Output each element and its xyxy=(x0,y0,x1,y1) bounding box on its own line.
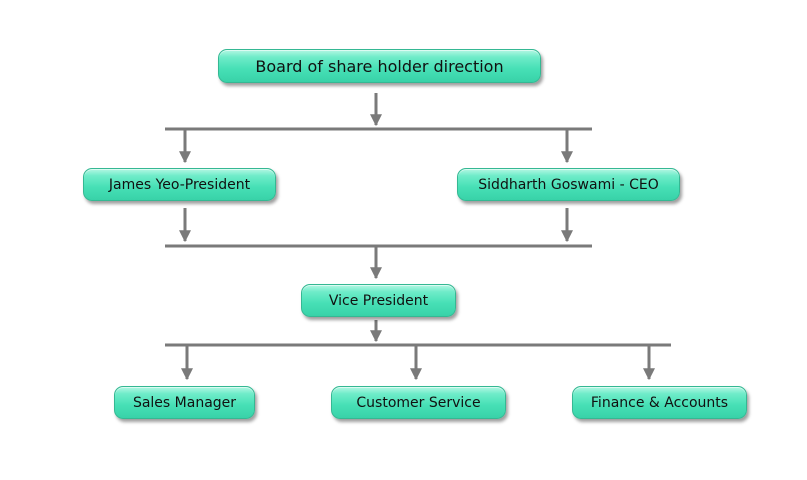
finance-accounts-label: Finance & Accounts xyxy=(590,394,729,411)
customer-service-label: Customer Service xyxy=(356,394,481,411)
customer-service-node: Customer Service xyxy=(331,386,506,419)
ceo-label: Siddharth Goswami - CEO xyxy=(478,176,659,193)
sales-manager-label: Sales Manager xyxy=(132,394,237,411)
board-label: Board of share holder direction xyxy=(255,56,504,76)
board-node: Board of share holder direction xyxy=(218,49,541,83)
president-label: James Yeo-President xyxy=(108,176,251,193)
president-node: James Yeo-President xyxy=(83,168,276,201)
vice-president-node: Vice President xyxy=(301,284,456,317)
finance-accounts-node: Finance & Accounts xyxy=(572,386,747,419)
ceo-node: Siddharth Goswami - CEO xyxy=(457,168,680,201)
vice-president-label: Vice President xyxy=(328,292,429,309)
sales-manager-node: Sales Manager xyxy=(114,386,255,419)
